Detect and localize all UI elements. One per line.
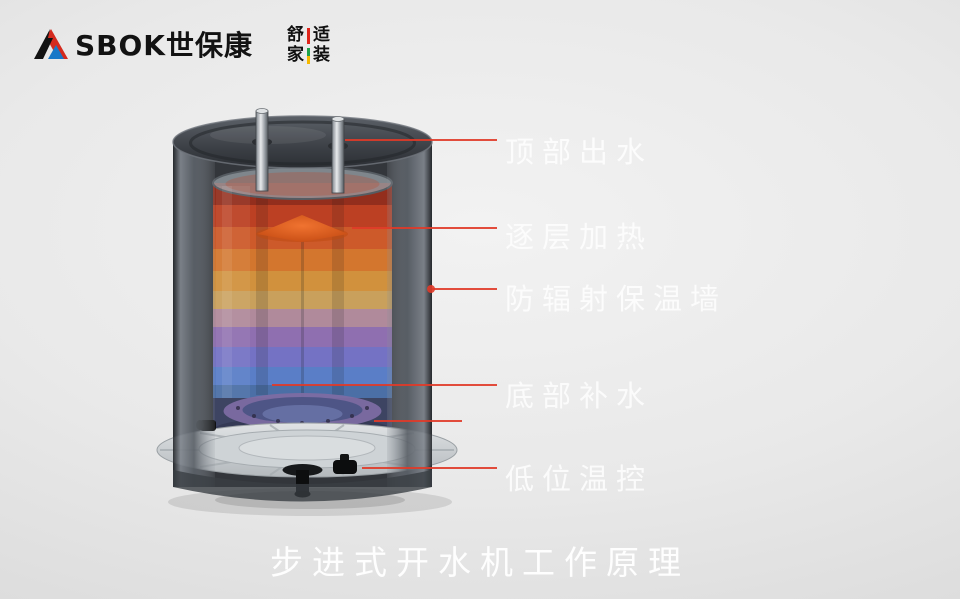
leader-line-layer-heating — [352, 227, 497, 229]
badge-char: 适 — [313, 25, 330, 45]
water-layer — [213, 249, 392, 271]
callout-label-thermostat: 低位温控 — [505, 462, 654, 496]
callout-label-top-outlet: 顶部出水 — [505, 135, 654, 169]
glass-highlight — [222, 186, 232, 398]
badge-row-top: 舒 适 — [287, 26, 330, 45]
brand-badge: 舒 适 家 装 — [287, 26, 330, 65]
leader-line-thermostat — [362, 467, 497, 469]
badge-divider-green-yellow — [307, 47, 310, 64]
shell-right-edge — [387, 142, 432, 487]
badge-char: 家 — [287, 45, 304, 65]
diagram-title: 步进式开水机工作原理 — [270, 543, 690, 582]
badge-char: 装 — [313, 45, 330, 65]
brand-logo-text: SBOK世保康 — [75, 29, 254, 62]
shell-bottom-rim — [173, 470, 432, 502]
shell-top — [172, 115, 433, 169]
brand-logo: SBOK世保康 — [34, 24, 253, 64]
shell-left-edge — [173, 142, 215, 487]
callout-label-bottom-refill: 底部补水 — [505, 379, 654, 413]
water-layer — [213, 309, 392, 327]
leader-line-bottom-refill — [272, 384, 497, 386]
water-layer — [213, 291, 392, 309]
leader-dot-insulation-wall — [427, 285, 435, 293]
callout-label-layer-heating: 逐层加热 — [505, 220, 654, 254]
badge-row-bottom: 家 装 — [287, 46, 330, 65]
water-layer — [213, 367, 392, 385]
outlet-pipes — [252, 108, 348, 194]
water-layer — [213, 327, 392, 347]
callout-label-insulation-wall: 防辐射保温墙 — [505, 282, 728, 316]
heating-cone — [256, 215, 348, 242]
leader-line-base — [374, 420, 462, 422]
base-plate — [156, 422, 458, 478]
water-heater-cutaway — [156, 108, 458, 516]
leader-line-insulation-wall — [432, 288, 497, 290]
badge-divider-red — [307, 27, 310, 44]
glass-highlight — [216, 186, 250, 398]
leader-line-top-outlet — [345, 139, 497, 141]
water-layer — [213, 347, 392, 367]
thermostat-knob — [333, 454, 357, 474]
badge-char: 舒 — [287, 25, 304, 45]
brand-triangle-icon — [34, 29, 68, 59]
heater-ring-assembly — [213, 393, 392, 443]
water-layer — [213, 271, 392, 291]
